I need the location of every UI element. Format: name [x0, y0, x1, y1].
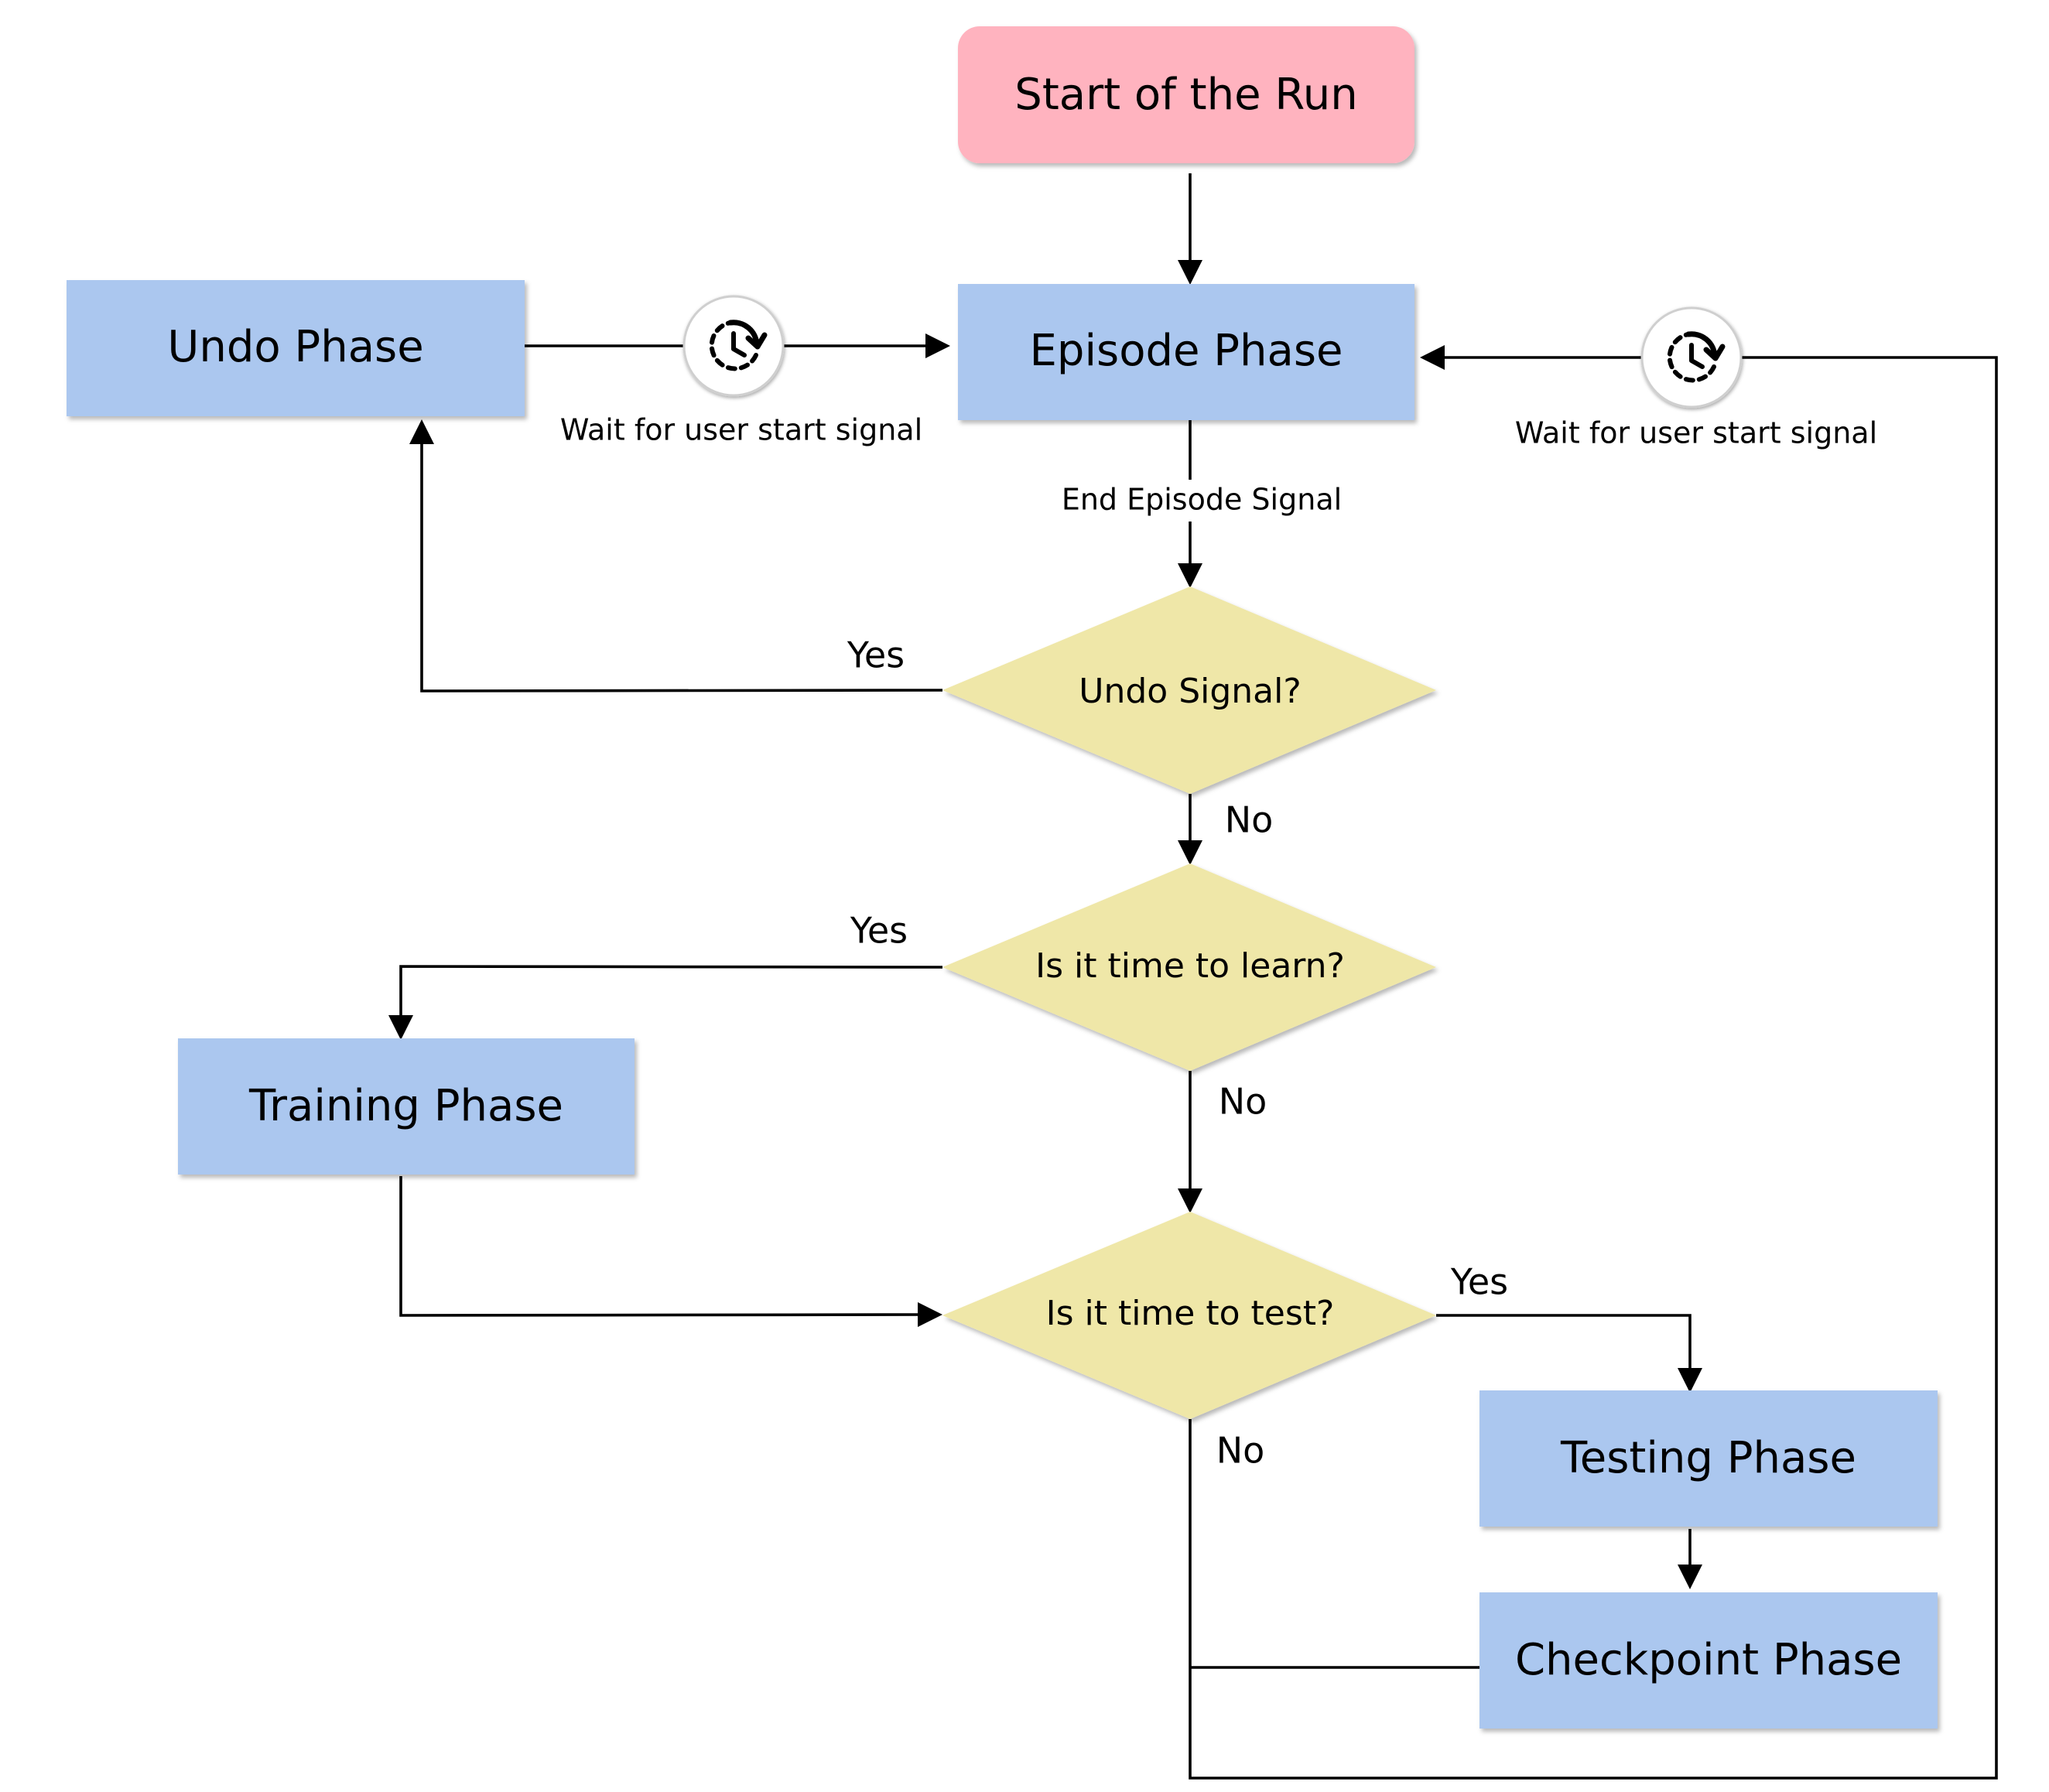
- wait-left-label: Wait for user start signal: [560, 413, 922, 447]
- episode-phase-label: Episode Phase: [1030, 326, 1343, 376]
- edge-labels: Wait for user start signal Wait for user…: [560, 413, 1877, 1472]
- learn-diamond: [942, 864, 1436, 1071]
- training-phase-label: Training Phase: [248, 1081, 563, 1131]
- start-node: Start of the Run: [958, 26, 1414, 163]
- test-diamond: [942, 1212, 1436, 1419]
- episode-phase-node: Episode Phase: [958, 284, 1414, 420]
- arrowhead: [1178, 260, 1202, 285]
- arrowhead: [1420, 345, 1445, 370]
- icon-dashed-arc: [1667, 332, 1716, 383]
- undo-signal-diamond: [942, 587, 1436, 794]
- icon-arrow-tip: [745, 332, 768, 350]
- icon-arrow-tip: [1703, 344, 1726, 361]
- icon-solid-arc: [1685, 331, 1718, 359]
- start-node-box: [958, 26, 1414, 163]
- training-phase-box: [178, 1038, 635, 1175]
- learn-label: Is it time to learn?: [1035, 946, 1345, 986]
- testing-phase-node: Testing Phase: [1479, 1390, 1938, 1527]
- undo-phase-box: [67, 280, 525, 416]
- edge-undo-signal-yes: [420, 433, 943, 693]
- arrowhead: [1178, 1188, 1202, 1213]
- test-decision: Is it time to test?: [942, 1212, 1436, 1419]
- end-episode-label-bg: [1066, 480, 1334, 522]
- test-no-label: No: [1216, 1430, 1265, 1472]
- arrowhead: [925, 333, 950, 358]
- testing-phase-label: Testing Phase: [1560, 1433, 1856, 1483]
- icon-dashed-arc: [709, 320, 758, 371]
- clock-restart-icon: [1640, 306, 1743, 409]
- end-episode-label: End Episode Signal: [1062, 483, 1342, 517]
- arrowhead: [1178, 840, 1202, 865]
- test-yes-label: Yes: [1450, 1261, 1508, 1303]
- learn-no-label: No: [1219, 1081, 1267, 1123]
- undo-yes-label: Yes: [847, 634, 905, 676]
- undo-phase-label: Undo Phase: [167, 322, 423, 372]
- arrowhead: [1678, 1368, 1702, 1393]
- arrowhead: [918, 1302, 942, 1327]
- arrowhead: [388, 1015, 413, 1040]
- test-label: Is it time to test?: [1046, 1294, 1335, 1333]
- clock-restart-icon: [682, 295, 785, 397]
- checkpoint-phase-label: Checkpoint Phase: [1515, 1635, 1902, 1685]
- testing-phase-box: [1479, 1390, 1938, 1527]
- icon-solid-arc: [727, 320, 760, 347]
- undo-phase-node: Undo Phase: [67, 280, 525, 416]
- undo-signal-label: Undo Signal?: [1079, 672, 1301, 711]
- undo-no-label: No: [1225, 799, 1274, 841]
- edges: [388, 173, 1998, 1780]
- learn-decision: Is it time to learn?: [942, 864, 1436, 1071]
- icon-clock-hands: [1689, 343, 1705, 369]
- training-phase-node: Training Phase: [178, 1038, 635, 1175]
- arrowhead: [1178, 563, 1202, 588]
- checkpoint-phase-node: Checkpoint Phase: [1479, 1592, 1938, 1729]
- arrowhead: [1678, 1565, 1702, 1589]
- learn-yes-label: Yes: [850, 910, 908, 952]
- start-node-label: Start of the Run: [1014, 70, 1357, 120]
- undo-signal-decision: Undo Signal?: [942, 587, 1436, 794]
- edge-training-to-test: [399, 1176, 925, 1317]
- icon-clock-hands: [731, 331, 747, 357]
- checkpoint-phase-box: [1479, 1592, 1938, 1729]
- wait-right-label: Wait for user start signal: [1515, 416, 1877, 450]
- edge-test-yes: [1436, 1314, 1692, 1374]
- edge-learn-yes: [399, 965, 943, 1021]
- edge-loop-return-to-episode: [1189, 356, 1998, 1780]
- arrowhead: [409, 419, 434, 444]
- episode-phase-box: [958, 284, 1414, 420]
